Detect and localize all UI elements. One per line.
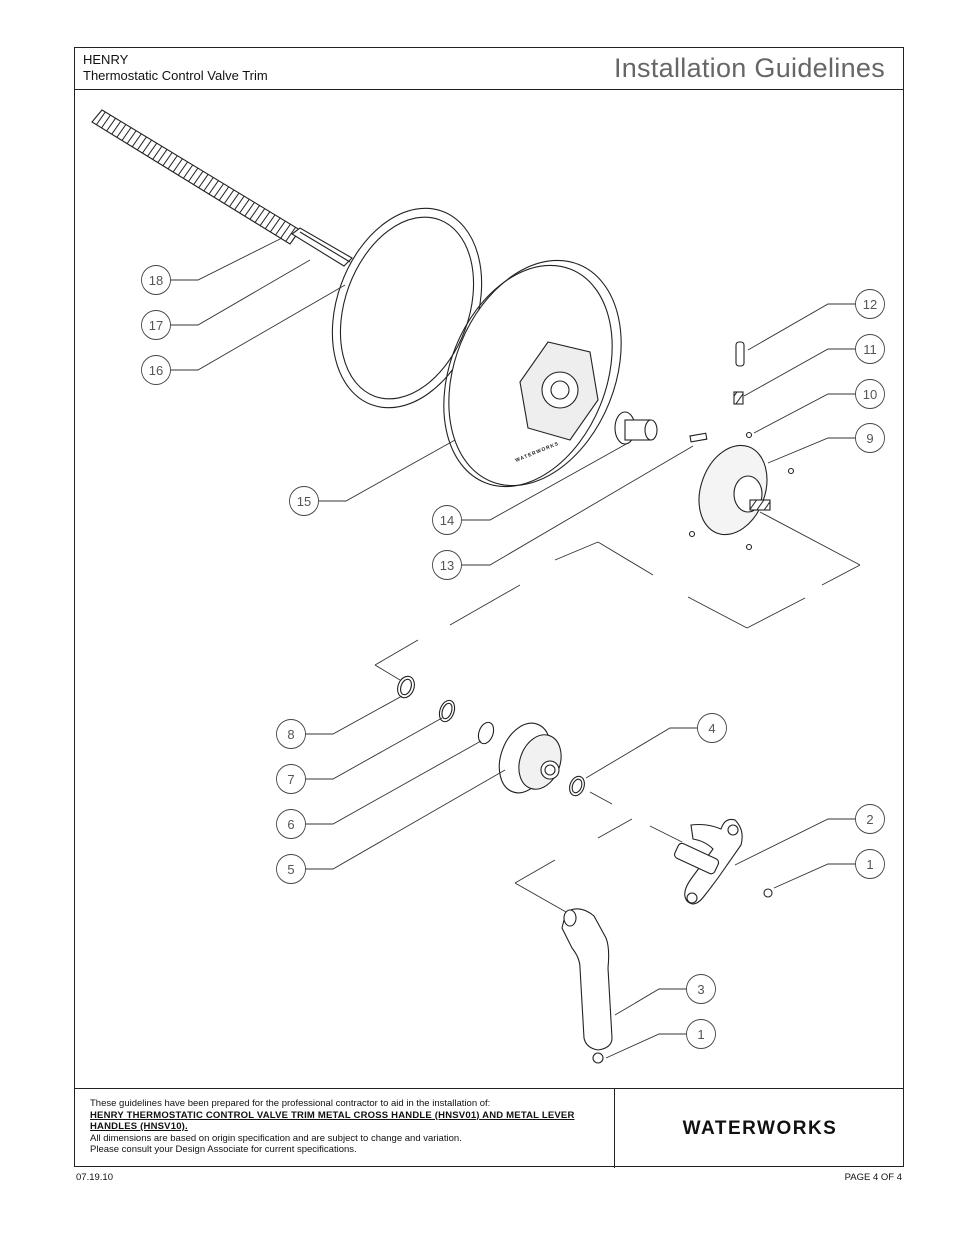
- brand-logo: WATERWORKS: [682, 1118, 838, 1139]
- assembly-axis-lines: [374, 511, 861, 913]
- footer-product-line: HENRY THERMOSTATIC CONTROL VALVE TRIM ME…: [90, 1109, 575, 1133]
- footer-divider: [614, 1089, 615, 1168]
- footer-notes: These guidelines have been prepared for …: [90, 1098, 610, 1156]
- product-subtitle: Thermostatic Control Valve Trim: [83, 68, 268, 83]
- svg-text:9: 9: [866, 431, 873, 446]
- o-ring-6: [477, 721, 495, 745]
- svg-text:14: 14: [440, 513, 454, 528]
- leader-lines: [170, 237, 856, 1059]
- title-block: HENRY Thermostatic Control Valve Trim In…: [75, 48, 903, 90]
- document-title: Installation Guidelines: [613, 53, 885, 83]
- svg-text:8: 8: [287, 727, 294, 742]
- callout-labels: 18 17 16 15 14 13 12 11 10 9 8 7 6 5 4 2…: [141, 265, 885, 1049]
- handle-screw-upper: [763, 888, 773, 898]
- callout-2: 2: [855, 804, 885, 834]
- svg-text:3: 3: [697, 982, 704, 997]
- callout-5: 5: [276, 854, 306, 884]
- svg-text:1: 1: [866, 857, 873, 872]
- handle-screw-lower: [592, 1052, 604, 1064]
- set-screws: [688, 431, 795, 551]
- svg-text:10: 10: [863, 387, 877, 402]
- product-title: HENRY Thermostatic Control Valve Trim: [83, 52, 268, 84]
- retaining-clip: [397, 675, 415, 699]
- revision-date: 07.19.10: [76, 1172, 113, 1183]
- svg-text:18: 18: [149, 273, 163, 288]
- footer-note-dimensions: All dimensions are based on origin speci…: [90, 1132, 462, 1144]
- svg-text:7: 7: [287, 772, 294, 787]
- set-spring: [733, 391, 744, 405]
- document-sheet: HENRY Thermostatic Control Valve Trim In…: [74, 47, 904, 1168]
- svg-text:5: 5: [287, 862, 294, 877]
- callout-13: 13: [432, 550, 462, 580]
- o-ring-4: [569, 775, 585, 797]
- pin-part: [689, 432, 708, 443]
- svg-text:12: 12: [863, 297, 877, 312]
- threaded-stem: [91, 109, 353, 267]
- bonnet-cap: [498, 722, 562, 794]
- cross-handle: [674, 818, 743, 905]
- svg-text:2: 2: [866, 812, 873, 827]
- footer-block: These guidelines have been prepared for …: [75, 1088, 903, 1168]
- callout-8: 8: [276, 719, 306, 749]
- callout-16: 16: [141, 355, 171, 385]
- svg-text:1: 1: [697, 1027, 704, 1042]
- footer-note-consult: Please consult your Design Associate for…: [90, 1144, 357, 1155]
- lever-handle: [561, 908, 613, 1051]
- svg-text:15: 15: [297, 494, 311, 509]
- callout-18: 18: [141, 265, 171, 295]
- callout-7: 7: [276, 764, 306, 794]
- adapter-fitting: [614, 411, 658, 445]
- callout-10: 10: [855, 379, 885, 409]
- footer-intro: These guidelines have been prepared for …: [90, 1098, 491, 1109]
- product-name: HENRY: [83, 52, 129, 67]
- callout-1-lower: 1: [686, 1019, 716, 1049]
- callout-15: 15: [289, 486, 319, 516]
- svg-text:4: 4: [708, 721, 715, 736]
- retaining-pin: [735, 341, 745, 367]
- callout-6: 6: [276, 809, 306, 839]
- callout-17: 17: [141, 310, 171, 340]
- callout-4: 4: [697, 713, 727, 743]
- svg-text:16: 16: [149, 363, 163, 378]
- svg-text:17: 17: [149, 318, 163, 333]
- temperature-knob: [698, 444, 771, 536]
- o-ring-7: [438, 699, 456, 723]
- page-number: PAGE 4 OF 4: [844, 1172, 902, 1183]
- escutcheon-plate: [443, 259, 622, 488]
- callout-12: 12: [855, 289, 885, 319]
- svg-text:13: 13: [440, 558, 454, 573]
- callout-9: 9: [855, 423, 885, 453]
- svg-text:11: 11: [863, 342, 877, 357]
- svg-text:6: 6: [287, 817, 294, 832]
- callout-11: 11: [855, 334, 885, 364]
- callout-1-upper: 1: [855, 849, 885, 879]
- callout-14: 14: [432, 505, 462, 535]
- callout-3: 3: [686, 974, 716, 1004]
